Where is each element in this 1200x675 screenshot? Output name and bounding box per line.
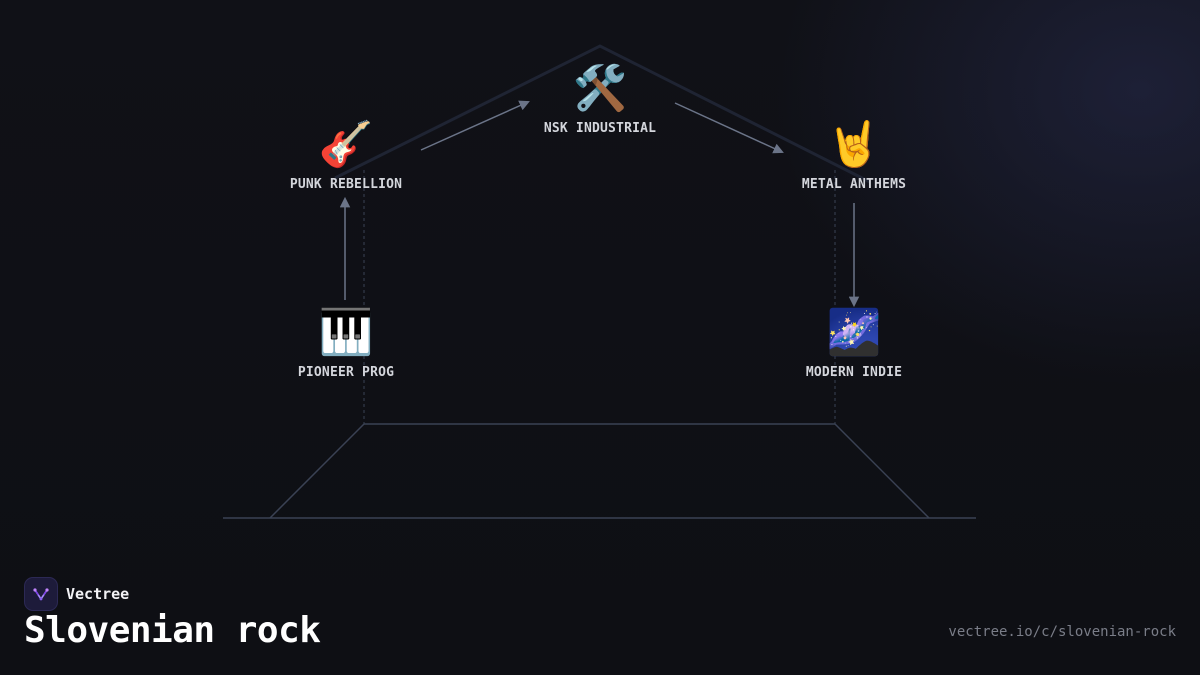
node-label: METAL ANTHEMS: [801, 177, 907, 192]
node-punk-rebellion[interactable]: 🎸 PUNK REBELLION: [290, 119, 402, 192]
floor-left-edge: [269, 423, 365, 519]
share-url[interactable]: vectree.io/c/slovenian-rock: [948, 624, 1176, 640]
node-modern-indie[interactable]: 🌌 MODERN INDIE: [806, 307, 902, 380]
piano-icon: 🎹: [318, 307, 374, 358]
brand-name: Vectree: [66, 585, 130, 603]
node-pioneer-prog[interactable]: 🎹 PIONEER PROG: [298, 307, 394, 380]
brand[interactable]: Vectree: [24, 577, 129, 611]
edge-punk-rebellion-to-nsk-industrial: [420, 100, 530, 151]
node-label: MODERN INDIE: [805, 365, 903, 380]
edge-nsk-industrial-to-metal-anthems: [674, 102, 784, 154]
node-label: PIONEER PROG: [297, 365, 395, 380]
node-label: PUNK REBELLION: [289, 177, 403, 192]
hammer-and-wrench-icon: 🛠️: [572, 63, 628, 114]
node-metal-anthems[interactable]: 🤘 METAL ANTHEMS: [802, 119, 906, 192]
vectree-logo-icon: [24, 577, 58, 611]
node-label: NSK INDUSTRIAL: [543, 121, 657, 136]
page-title: Slovenian rock: [24, 610, 321, 651]
rock-hand-icon: 🤘: [826, 119, 882, 170]
node-nsk-industrial[interactable]: 🛠️ NSK INDUSTRIAL: [544, 63, 656, 136]
guitar-icon: 🎸: [318, 119, 374, 170]
roof-outline: [334, 44, 871, 184]
floor-right-edge: [834, 423, 930, 519]
milky-way-icon: 🌌: [826, 307, 882, 358]
